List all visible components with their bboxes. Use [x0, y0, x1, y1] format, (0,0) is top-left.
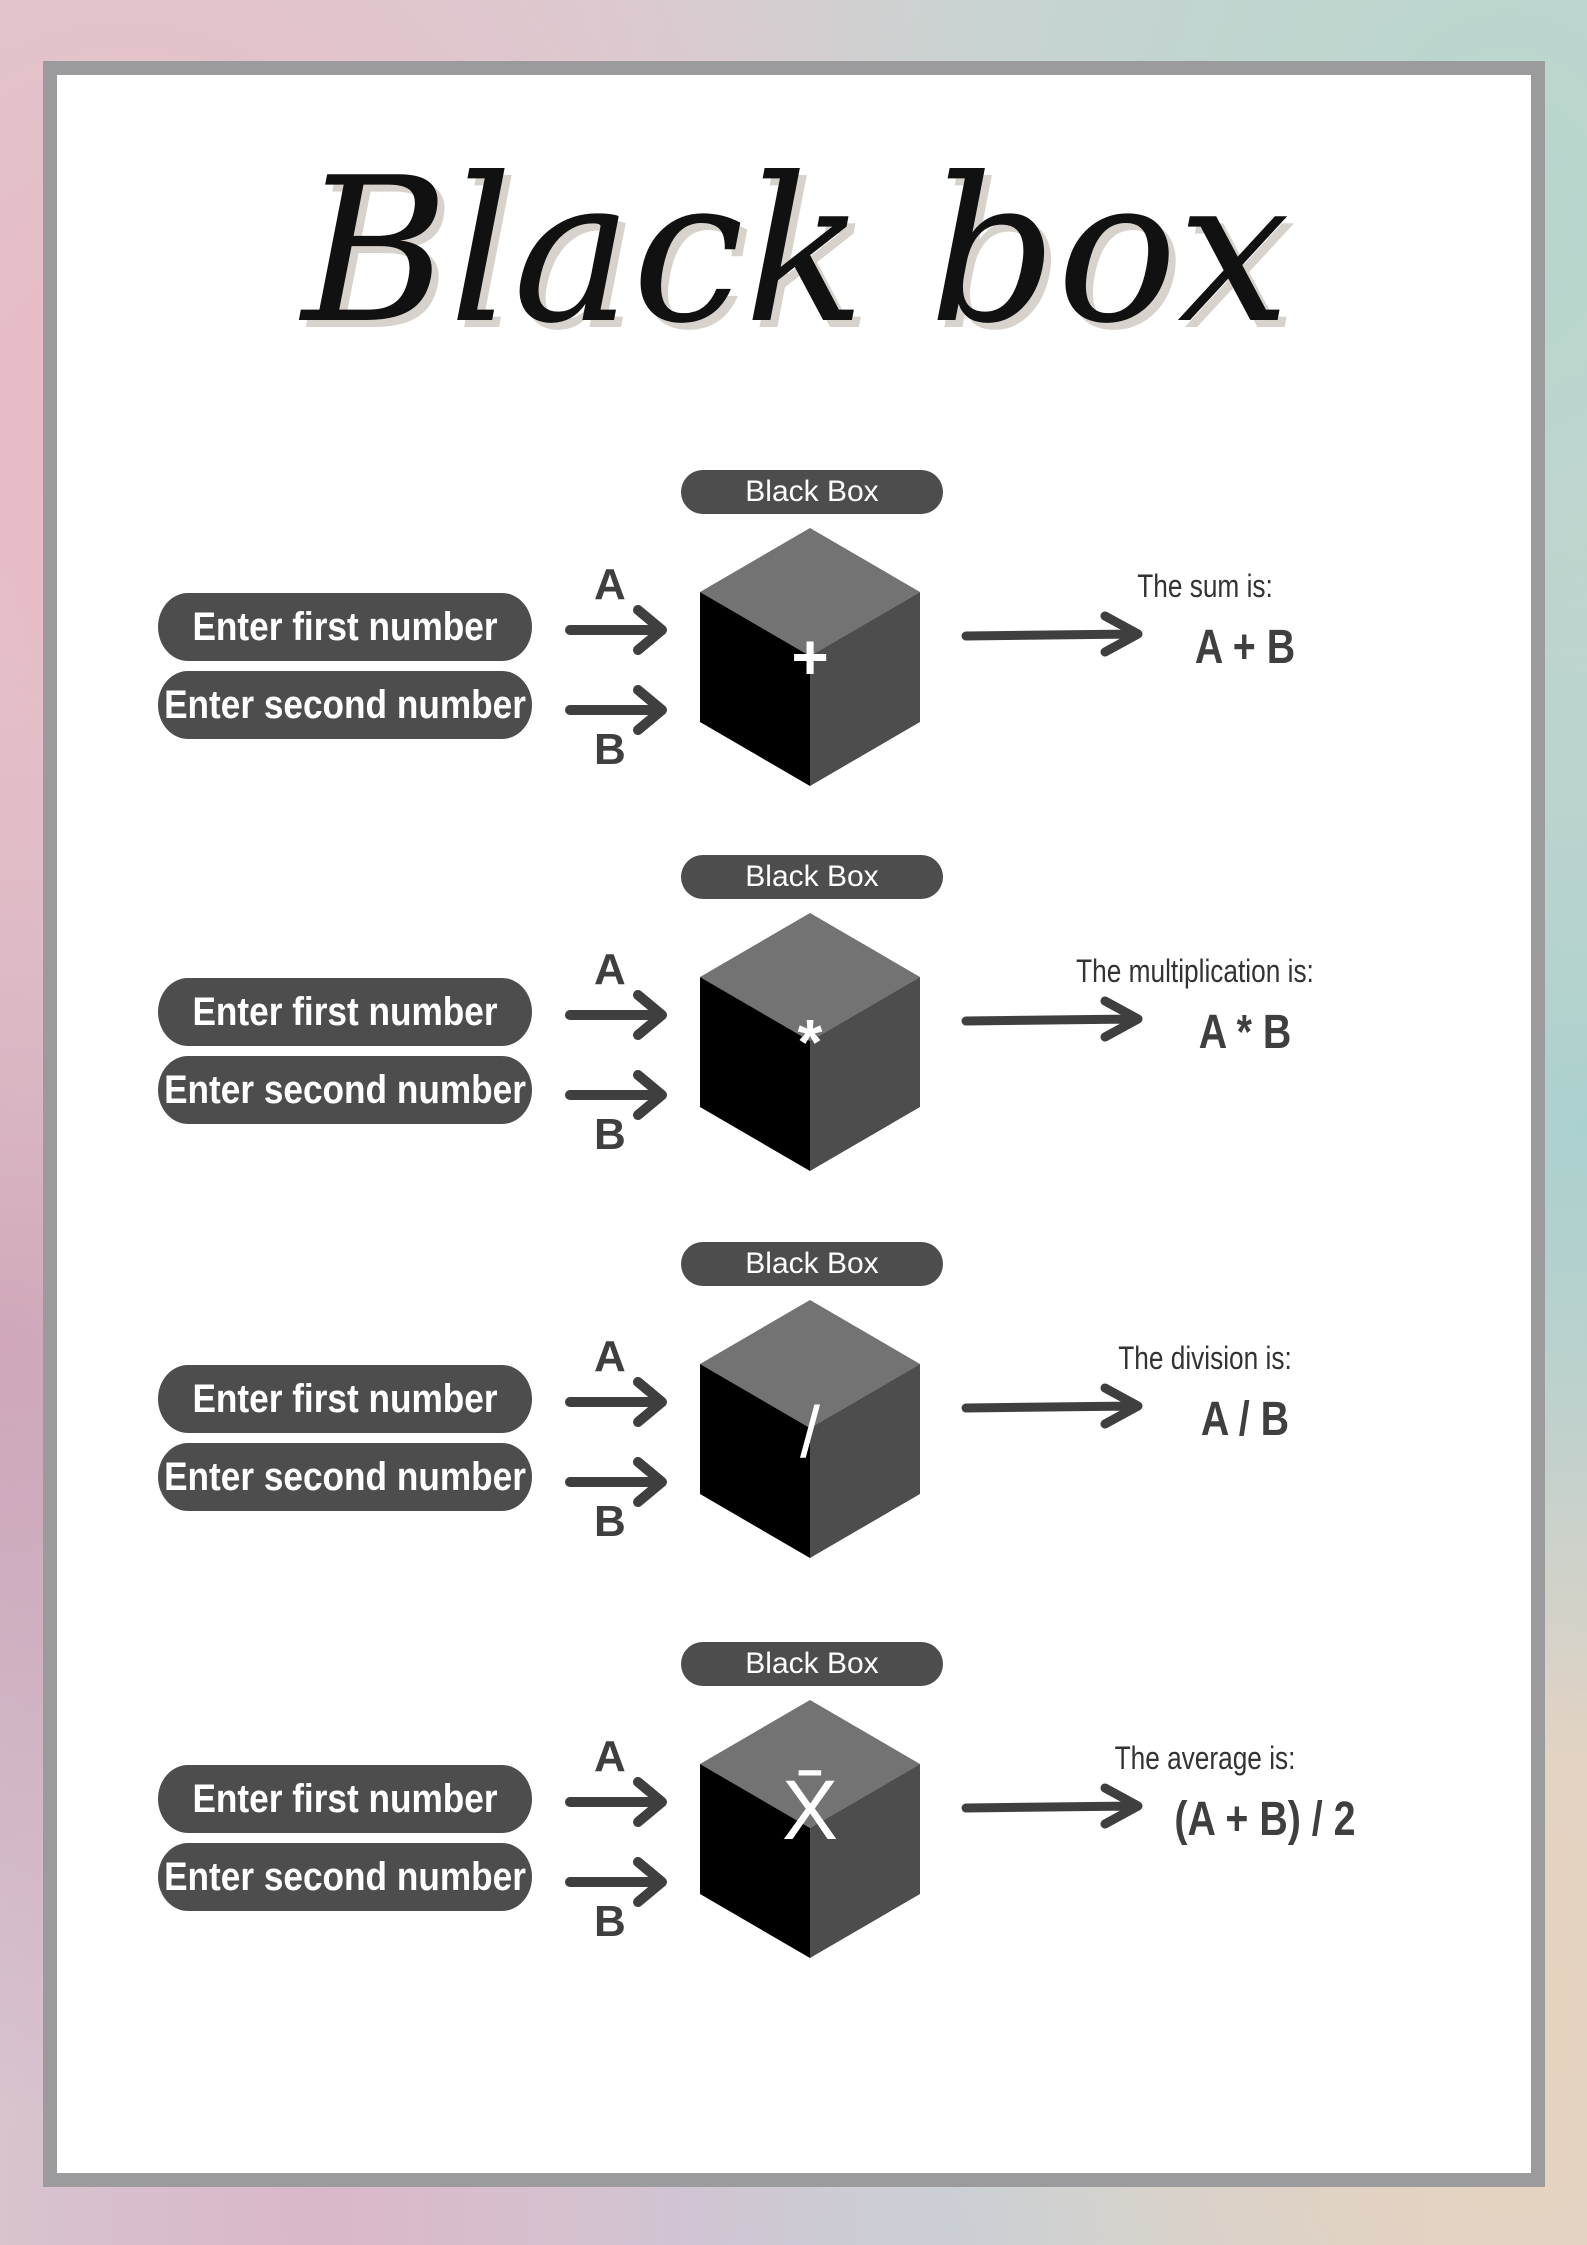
- black-box-tag: Black Box: [681, 1642, 943, 1686]
- input-arrows-icon: [565, 990, 667, 1120]
- operator-symbol: /: [799, 1393, 820, 1473]
- operator-symbol: *: [797, 1006, 823, 1078]
- cube-icon: [700, 1300, 920, 1558]
- operator-symbol: +: [791, 621, 829, 693]
- black-box-row-multiplication: Black Box Enter first number Enter secon…: [0, 855, 1587, 1235]
- operator-symbol: X̄: [781, 1763, 839, 1857]
- result-label: The average is:: [1114, 1740, 1296, 1776]
- black-box-tag: Black Box: [681, 470, 943, 514]
- output-arrow-icon: [961, 996, 1143, 1042]
- cube-icon: [700, 528, 920, 786]
- result-label: The division is:: [1118, 1340, 1292, 1376]
- second-number-input[interactable]: Enter second number: [158, 1443, 532, 1511]
- cube-icon: [700, 913, 920, 1171]
- result-label: The multiplication is:: [1076, 953, 1314, 989]
- second-number-input[interactable]: Enter second number: [158, 1056, 532, 1124]
- first-number-input[interactable]: Enter first number: [158, 593, 532, 661]
- result-value: (A + B) / 2: [1174, 1793, 1356, 1846]
- result-value: A + B: [1194, 621, 1296, 674]
- title-text: Black box: [298, 135, 1290, 368]
- first-number-input[interactable]: Enter first number: [158, 978, 532, 1046]
- result-value: A * B: [1198, 1006, 1292, 1059]
- output-arrow-icon: [961, 1783, 1143, 1829]
- first-number-input[interactable]: Enter first number: [158, 1765, 532, 1833]
- cube-icon: [700, 1700, 920, 1958]
- result-value: A / B: [1200, 1393, 1290, 1446]
- input-arrows-icon: [565, 605, 667, 735]
- title-svg: Black box Black box: [298, 135, 1297, 375]
- black-box-row-average: Black Box Enter first number Enter secon…: [0, 1642, 1587, 2022]
- second-number-input[interactable]: Enter second number: [158, 671, 532, 739]
- result-label: The sum is:: [1137, 568, 1273, 604]
- first-number-input[interactable]: Enter first number: [158, 1365, 532, 1433]
- black-box-row-sum: Black Box Enter first number Enter secon…: [0, 470, 1587, 850]
- black-box-tag: Black Box: [681, 1242, 943, 1286]
- input-arrows-icon: [565, 1377, 667, 1507]
- second-number-input[interactable]: Enter second number: [158, 1843, 532, 1911]
- black-box-row-division: Black Box Enter first number Enter secon…: [0, 1242, 1587, 1622]
- input-arrows-icon: [565, 1777, 667, 1907]
- title-shadow: Black box: [305, 142, 1297, 375]
- page-title: Black box Black box: [0, 90, 1587, 450]
- black-box-tag: Black Box: [681, 855, 943, 899]
- output-arrow-icon: [961, 611, 1143, 657]
- output-arrow-icon: [961, 1383, 1143, 1429]
